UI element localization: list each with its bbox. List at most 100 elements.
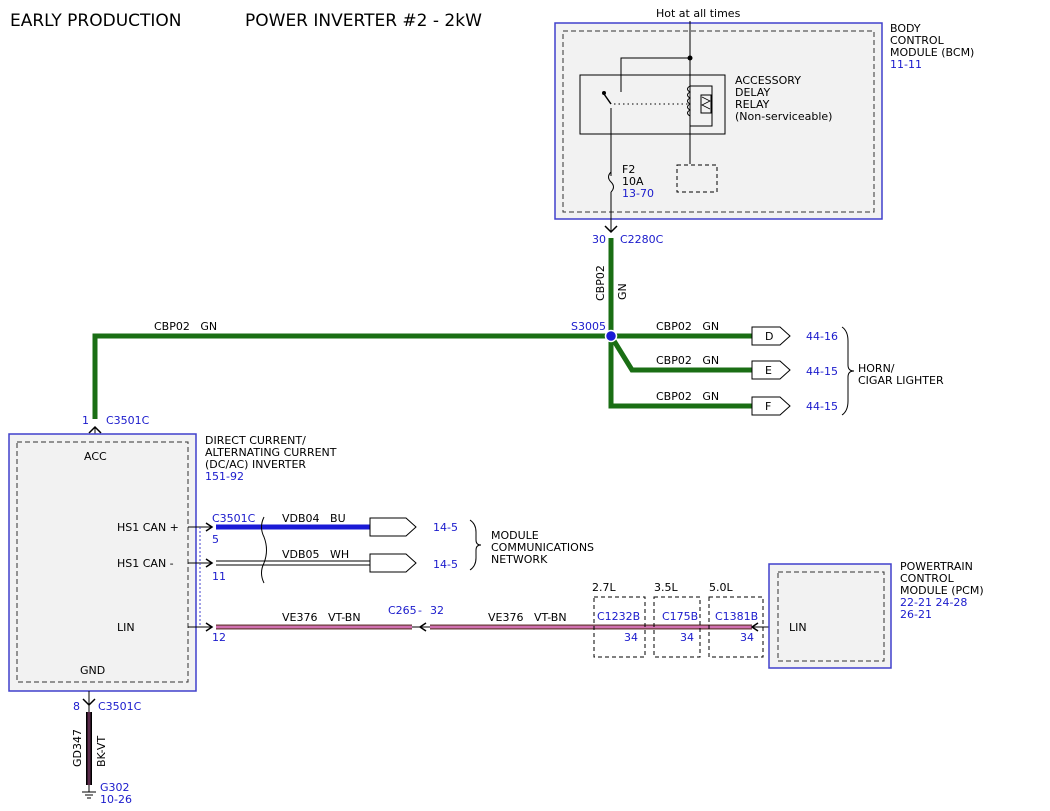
inverter-acc-label: ACC: [84, 450, 107, 463]
relay-label-3: RELAY: [735, 98, 770, 111]
branch-f-label: CBP02 GN: [656, 390, 719, 403]
gnd-circuit-label: GD347: [71, 729, 84, 767]
engine-35-pin: 34: [680, 631, 694, 644]
horn-label-2: CIGAR LIGHTER: [858, 374, 944, 387]
gn-vertical-circuit-label: CBP02: [594, 265, 607, 301]
pcm-ref-1: 22-21 24-28: [900, 596, 967, 609]
connector-d-letter: D: [765, 330, 773, 343]
horn-label-1: HORN/: [858, 362, 895, 375]
gnd-color-label: BK-VT: [95, 736, 108, 767]
pcm-name-2: CONTROL: [900, 572, 955, 585]
lin-right-label: VE376 VT-BN: [488, 611, 567, 624]
gn-branch-e-wire: [608, 334, 752, 373]
ground-ref: 10-26: [100, 793, 132, 806]
relay-label-4: (Non-serviceable): [735, 110, 832, 123]
inverter-hs1-can-minus: HS1 CAN -: [117, 557, 174, 570]
pcm-ref-2: 26-21: [900, 608, 932, 621]
branch-d-ref: 44-16: [806, 330, 838, 343]
engine-27-pin: 34: [624, 631, 638, 644]
can-plus-wire-label: VDB04 BU: [282, 512, 346, 525]
lin-pin: 12: [212, 631, 226, 644]
connector-f-flag: [751, 396, 791, 416]
relay-switch-pivot: [602, 91, 606, 95]
bcm-inner-dashed: [562, 30, 875, 213]
network-bracket: [469, 519, 482, 571]
relay-switch-arm: [603, 93, 612, 105]
inverter-top-pin: 1: [82, 414, 89, 427]
can-plus-flag: [369, 517, 417, 537]
connector-d-flag: [751, 326, 791, 346]
can-plus-ref: 14-5: [433, 521, 458, 534]
inverter-module-box: [8, 433, 197, 692]
c2280c-connector-icon: [604, 225, 618, 234]
inverter-ref: 151-92: [205, 470, 244, 483]
engine-35-box: [653, 596, 701, 658]
engine-27-label: 2.7L: [592, 581, 616, 594]
c2280c-pin: 30: [592, 233, 606, 246]
splice-s3005-icon: [604, 329, 618, 343]
inverter-gnd-label: GND: [80, 664, 105, 677]
connector-e-flag: [751, 360, 791, 380]
fuse-name: F2: [622, 163, 635, 176]
relay-coil-bypass: [690, 85, 713, 127]
green-wires: [92, 238, 752, 419]
fuse-rating: 10A: [622, 175, 644, 188]
bcm-dashed-ground-box: [676, 164, 718, 193]
branch-f-ref: 44-15: [806, 400, 838, 413]
hot-at-all-times-label: Hot at all times: [656, 7, 741, 20]
relay-resistor-icon: [700, 94, 712, 114]
inverter-inner-dashed: [16, 441, 189, 683]
network-label-2: COMMUNICATIONS: [491, 541, 594, 554]
inverter-name-3: (DC/AC) INVERTER: [205, 458, 306, 471]
inverter-hs1-can-plus: HS1 CAN +: [117, 521, 179, 534]
c2280c-connector-label: C2280C: [620, 233, 664, 246]
engine-50-connector: C1381B: [715, 610, 758, 623]
gnd-connector-icon: [82, 698, 96, 707]
c265-dash: -: [418, 604, 422, 617]
early-production-title: EARLY PRODUCTION: [10, 11, 182, 31]
gn-wire-to-inverter: [92, 333, 611, 419]
can-connector-label: C3501C: [212, 512, 256, 525]
pcm-inner-dashed: [777, 571, 885, 662]
inverter-lin-label: LIN: [117, 621, 135, 634]
engine-50-pin: 34: [740, 631, 754, 644]
pcm-name-1: POWERTRAIN: [900, 560, 973, 573]
network-label-1: MODULE: [491, 529, 539, 542]
c265-pin: 32: [430, 604, 444, 617]
network-label-3: NETWORK: [491, 553, 548, 566]
c265-connector-icon: [418, 622, 427, 632]
relay-box: [579, 74, 726, 135]
relay-label-1: ACCESSORY: [735, 74, 801, 87]
relay-coil-icon: [687, 85, 691, 117]
pcm-module-box: [768, 563, 892, 669]
lin-connector-icon: [205, 622, 214, 632]
splice-label: S3005: [571, 320, 606, 333]
gn-vertical-color-label: GN: [616, 283, 629, 300]
relay-label-2: DELAY: [735, 86, 770, 99]
connector-f-letter: F: [765, 400, 771, 413]
fuse-ref: 13-70: [622, 187, 654, 200]
inverter-top-connector: C3501C: [106, 414, 150, 427]
pcm-lin-label: LIN: [789, 621, 807, 634]
can-plus-pin: 5: [212, 533, 219, 546]
can-minus-connector-icon: [205, 558, 214, 568]
connector-e-letter: E: [765, 364, 772, 377]
can-minus-ref: 14-5: [433, 558, 458, 571]
can-twist-icon: [261, 516, 267, 584]
engine-27-connector: C1232B: [597, 610, 640, 623]
can-minus-wire-label: VDB05 WH: [282, 548, 349, 561]
bcm-ref: 11-11: [890, 58, 922, 71]
lin-left-label: VE376 VT-BN: [282, 611, 361, 624]
inverter-name-1: DIRECT CURRENT/: [205, 434, 306, 447]
ground-point: G302: [100, 781, 130, 794]
branch-e-ref: 44-15: [806, 365, 838, 378]
bcm-name-2: CONTROL: [890, 34, 945, 47]
engine-35-connector: C175B: [662, 610, 698, 623]
fuse-icon: [608, 171, 614, 193]
branch-d-label: CBP02 GN: [656, 320, 719, 333]
horn-bracket: [841, 326, 855, 416]
bcm-name-3: MODULE (BCM): [890, 46, 974, 59]
engine-50-label: 5.0L: [709, 581, 733, 594]
bcm-module-box: [554, 22, 883, 220]
